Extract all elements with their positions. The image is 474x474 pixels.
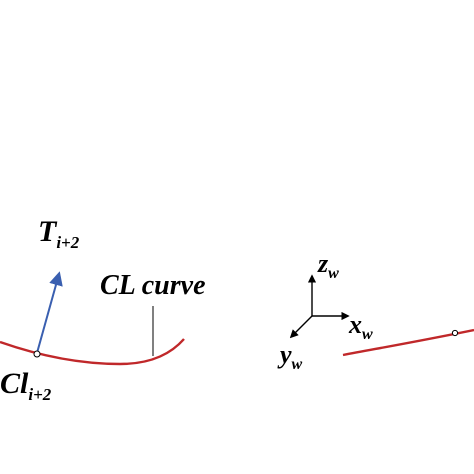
cl-point-label: Cli+2 [0,367,52,404]
tangent-vector [36,271,63,354]
cl-point-marker [33,350,41,358]
cl-curve-label: CL curve [100,270,206,301]
cl-point-marker-right [451,329,459,337]
tangent-label: Ti+2 [38,215,80,252]
axis-x-label: xw [348,310,373,343]
world-axes [289,274,350,339]
cl-curve-left [0,338,185,366]
axis-z-label: zw [317,249,339,282]
axis-y [289,315,313,339]
axis-y-label: yw [277,340,303,373]
